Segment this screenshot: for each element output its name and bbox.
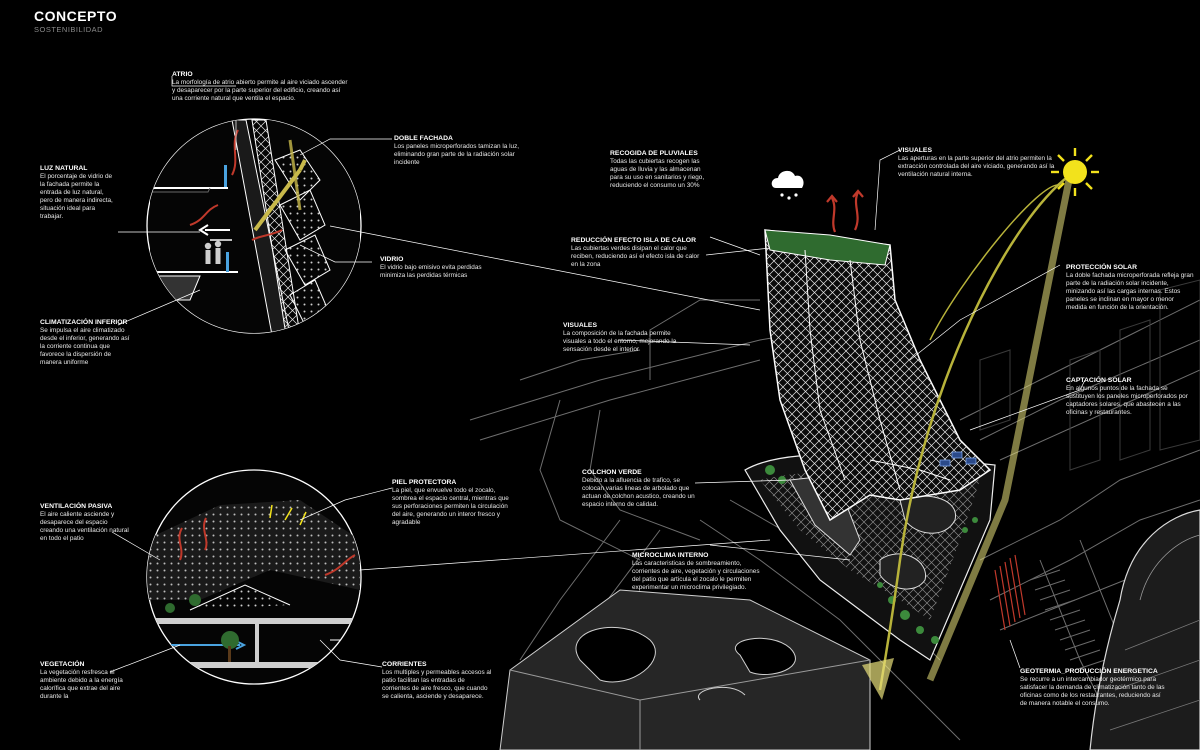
annotation-body: La vegetación resfresca el ambiente debi… [40,669,123,700]
annotation-title: RECOGIDA DE PLUVIALES [610,150,698,157]
annotation-title: VENTILACIÓN PASIVA [40,503,113,510]
annotation-body: El vidrio bajo emisivo evita perdidas mi… [380,264,482,279]
annotation-body: La composición de la fachada permite vis… [563,330,677,353]
annotation-title: CORRIENTES [382,661,427,668]
annotation-geotermia: GEOTERMIA_PRODUCCIÓN ENERGETICA Se recur… [1020,668,1168,708]
annotation-body: Los multiples y permeables accesos al pa… [382,669,492,700]
foreground-building [499,589,871,750]
geothermal-probe [994,554,1026,631]
tower [764,229,992,522]
annotation-title: VISUALES [898,147,932,154]
annotation-body: El aire caliente asciende y desaparece d… [40,511,129,542]
annotation-visuales-top: VISUALES Las aperturas en la parte super… [898,147,1058,179]
annotation-ventilacion-pasiva: VENTILACIÓN PASIVA El aire caliente asci… [40,503,132,543]
annotation-body: Las caracteristicas de sombreamiento, co… [632,560,760,591]
leader-lines [109,76,1086,673]
annotation-title: CLIMATIZACIÓN INFERIOR [40,319,128,326]
annotation-captacion-solar: CAPTACIÓN SOLAR En algunos puntos de la … [1066,377,1196,417]
annotation-luz-natural: LUZ NATURAL El porcentaje de vidrio de l… [40,165,115,221]
annotation-microclima: MICROCLIMA INTERNO Las caracteristicas d… [632,552,762,592]
annotation-pluviales: RECOGIDA DE PLUVIALES Todas las cubierta… [610,150,705,190]
annotation-title: ATRIO [172,71,193,78]
sun-icon [1051,148,1099,196]
annotation-title: VEGETACIÓN [40,661,85,668]
annotation-title: MICROCLIMA INTERNO [632,552,709,559]
detail-circle-patio [146,469,362,685]
annotation-title: VIDRIO [380,256,404,263]
annotation-body: Las cubiertas verdes disipan el calor qu… [571,245,700,268]
annotation-title: DOBLE FACHADA [394,135,453,142]
page-subtitle: SOSTENIBILIDAD [34,25,104,34]
sun-path [862,174,1074,700]
annotation-title: LUZ NATURAL [40,165,88,172]
page-title: CONCEPTO [34,8,118,24]
annotation-doble-fachada: DOBLE FACHADA Los paneles microperforado… [394,135,529,167]
annotation-body: Debido a la afluencia de trafico, se col… [582,477,695,508]
parking-area [1029,569,1106,671]
annotation-vegetacion: VEGETACIÓN La vegetación resfresca el am… [40,661,135,701]
rain-cloud-icon [771,170,804,200]
annotation-body: Se impulsa el aire climatizado desde el … [40,327,130,366]
detail-circle-facade [146,118,362,334]
annotation-title: GEOTERMIA_PRODUCCIÓN ENERGETICA [1020,668,1158,675]
annotation-body: La morfología de atrio abierto permite a… [172,79,348,102]
annotation-atrio: ATRIO La morfología de atrio abierto per… [172,71,352,103]
annotation-corrientes: CORRIENTES Los multiples y permeables ac… [382,661,492,701]
annotation-title: COLCHON VERDE [582,469,642,476]
annotation-vidrio: VIDRIO El vidrio bajo emisivo evita perd… [380,256,490,280]
annotation-body: Se recurre a un intercambiador geotérmic… [1020,676,1165,707]
solar-collectors [939,451,977,467]
annotation-body: Todas las cubiertas recogen las aguas de… [610,158,705,189]
right-building [1089,509,1200,750]
annotation-title: REDUCCIÓN EFECTO ISLA DE CALOR [571,237,696,244]
annotation-body: La piel, que envuelve todo el zocalo, so… [392,487,509,526]
annotation-body: El porcentaje de vidrio de la fachada pe… [40,173,113,220]
annotation-piel-protectora: PIEL PROTECTORA La piel, que envuelve to… [392,479,512,527]
annotation-visuales-mid: VISUALES La composición de la fachada pe… [563,322,678,354]
annotation-isla-calor: REDUCCIÓN EFECTO ISLA DE CALOR Las cubie… [571,237,706,269]
annotation-body: La doble fachada microperforada refleja … [1066,272,1194,311]
annotation-title: PROTECCIÓN SOLAR [1066,264,1137,271]
annotation-title: PIEL PROTECTORA [392,479,457,486]
annotation-body: Los paneles microperforados tamizan la l… [394,143,520,166]
annotation-colchon-verde: COLCHON VERDE Debido a la afluencia de t… [582,469,697,509]
annotation-climatizacion: CLIMATIZACIÓN INFERIOR Se impulsa el air… [40,319,130,367]
heat-arrow-icon [826,189,864,233]
annotation-proteccion-solar: PROTECCIÓN SOLAR La doble fachada microp… [1066,264,1196,312]
annotation-title: CAPTACIÓN SOLAR [1066,377,1132,384]
annotation-body: En algunos puntos de la fachada se susti… [1066,385,1188,416]
annotation-body: Las aperturas en la parte superior del a… [898,155,1055,178]
annotation-title: VISUALES [563,322,597,329]
city-background [979,279,1200,471]
